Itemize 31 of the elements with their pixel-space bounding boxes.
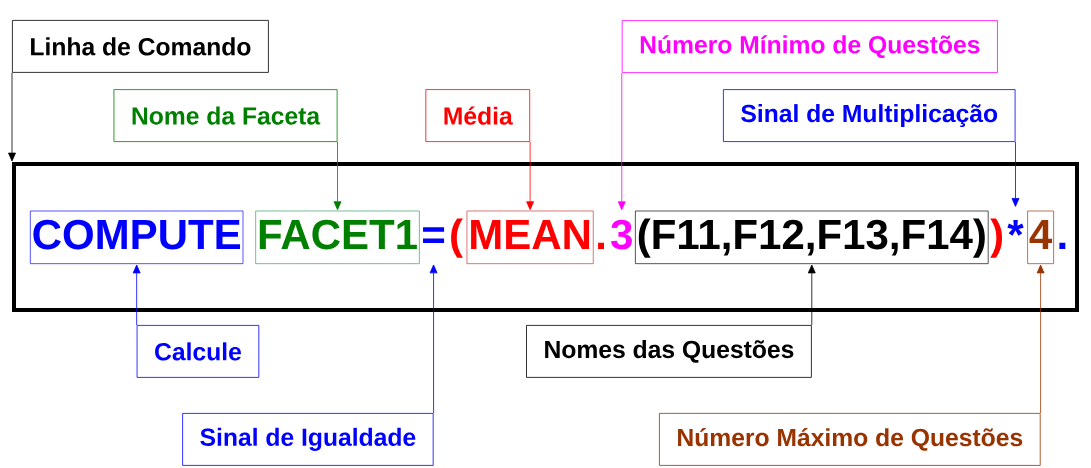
code-token: * — [1007, 220, 1024, 236]
code-symbol: ( — [451, 218, 463, 258]
callout-box: Calcule — [136, 325, 260, 378]
arrow — [807, 264, 816, 326]
code-token-box: FACET1 — [255, 210, 420, 264]
code-token: = — [423, 227, 445, 244]
callout-box: Linha de Comando — [12, 20, 269, 73]
command-frame — [12, 162, 1079, 312]
code-symbol: ) — [990, 218, 1003, 258]
callout-box: Número Mínimo de Questões — [621, 20, 998, 73]
arrow — [333, 141, 342, 211]
callout-box: Nome da Faceta — [113, 89, 338, 142]
callout-box: Nomes das Questões — [526, 325, 812, 378]
code-token-box: COMPUTE — [30, 210, 244, 264]
arrow — [1036, 264, 1045, 414]
code-token-box: 4 — [1027, 210, 1054, 264]
arrow — [429, 264, 438, 414]
callout-box: Número Máximo de Questões — [659, 413, 1041, 466]
arrow — [1011, 141, 1020, 207]
callout-box: Média — [425, 89, 531, 142]
arrow — [526, 141, 534, 211]
code-symbol: . — [1059, 242, 1066, 249]
callout-box: Sinal de Multiplicação — [723, 89, 1016, 142]
code-symbol: . — [598, 242, 604, 249]
arrow — [8, 72, 16, 162]
code-token-box: MEAN — [466, 210, 594, 264]
code-token-box: (F11,F12,F13,F14) — [635, 210, 989, 264]
arrow — [132, 264, 141, 326]
code-token: 3 — [611, 219, 632, 250]
arrow — [617, 72, 626, 211]
callout-box: Sinal de Igualdade — [182, 413, 434, 466]
